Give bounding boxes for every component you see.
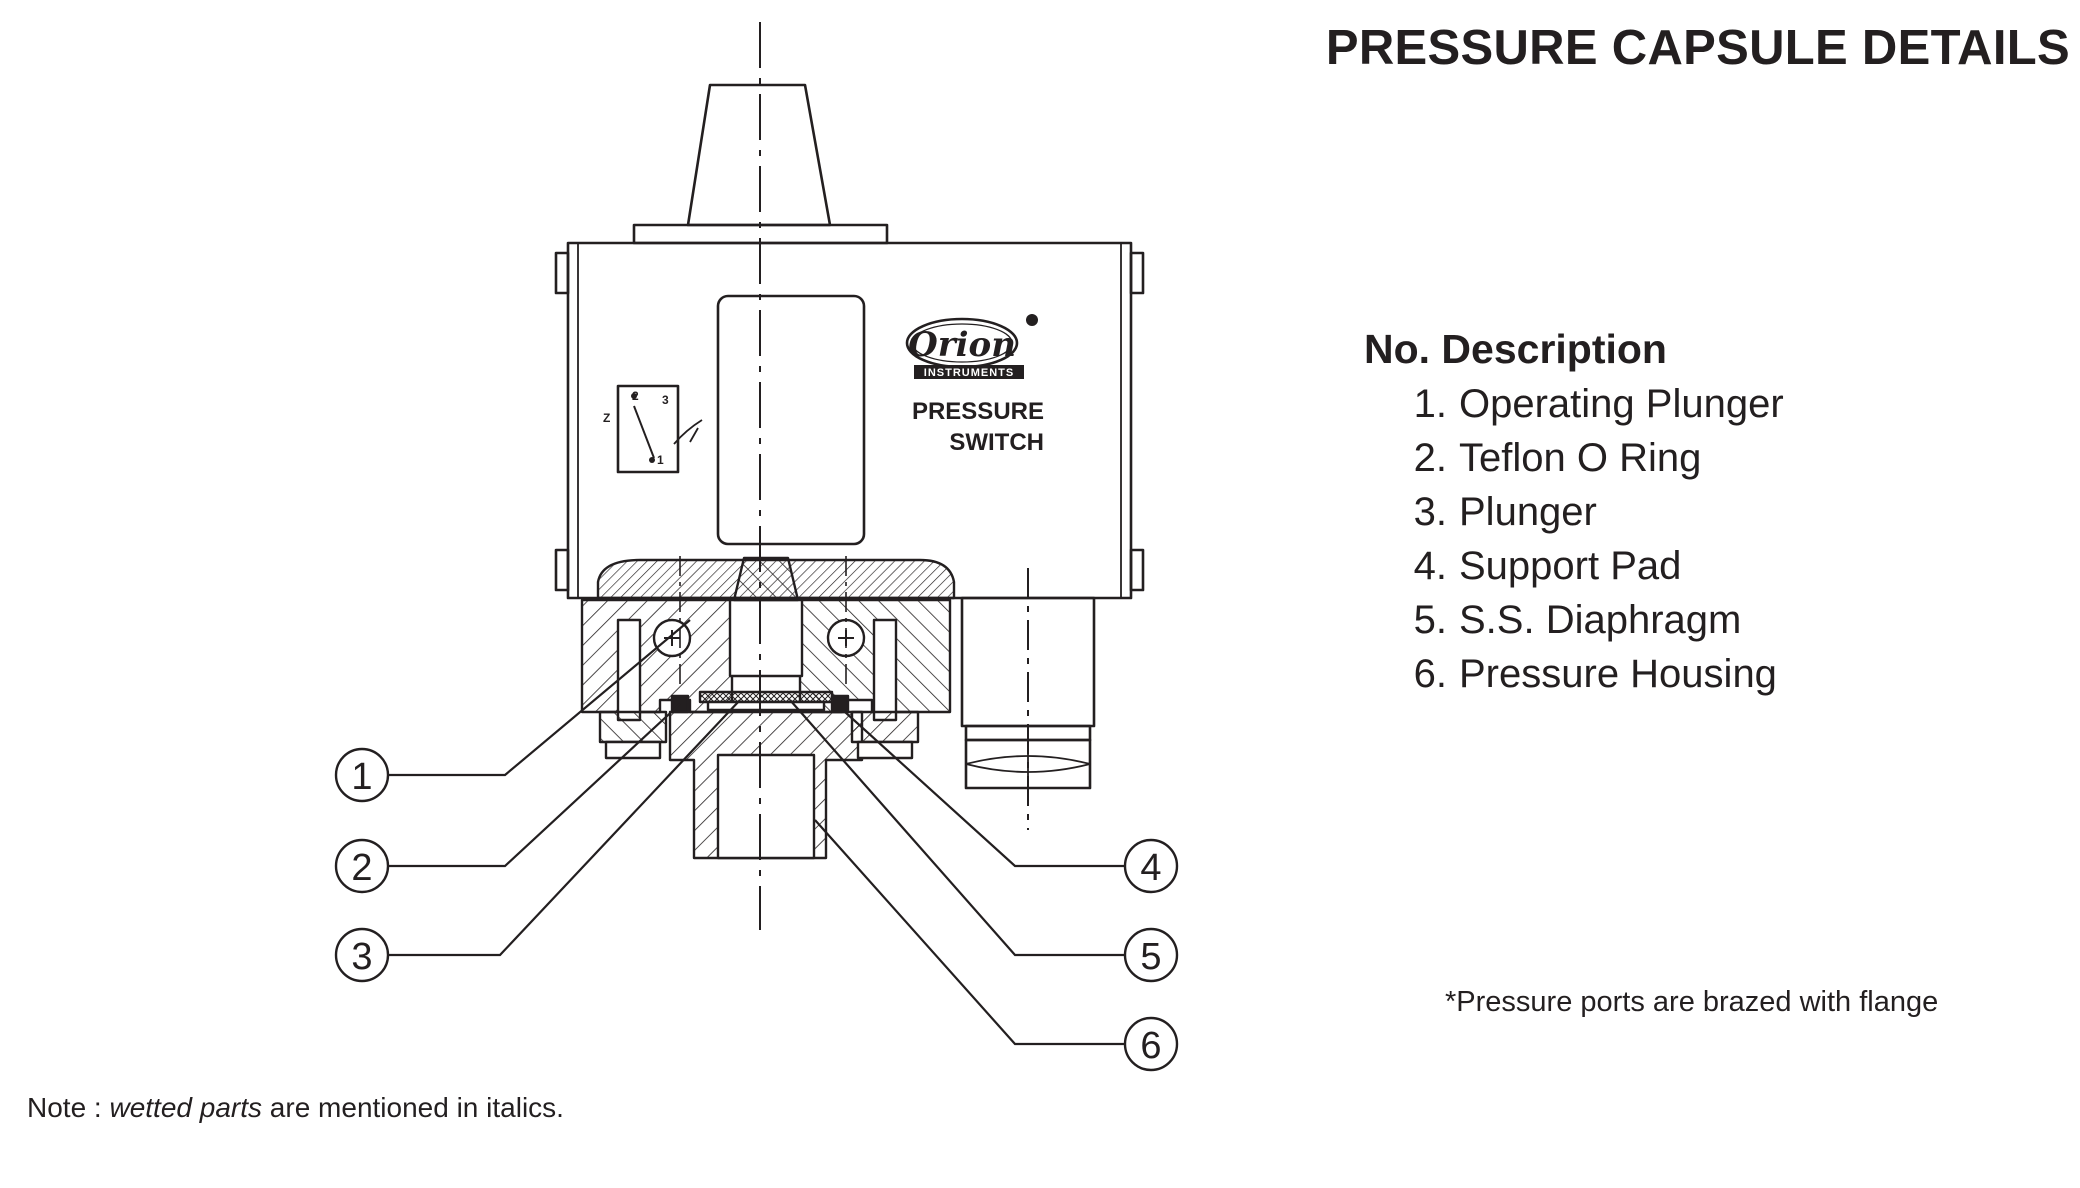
legend-item-number: 6. <box>1413 652 1447 696</box>
parts-legend: No. Description 1. Operating Plunger 2. Te… <box>1364 326 1784 701</box>
callout-circle-5 <box>1123 927 1179 983</box>
brazing-footnote: *Pressure ports are brazed with flange <box>1445 986 1939 1018</box>
leader-3 <box>385 699 741 957</box>
callout-number-1: 1 <box>351 756 372 798</box>
legend-item: 4. Support Pad <box>1364 539 1784 593</box>
leader-5 <box>789 699 1130 957</box>
legend-heading: No. Description <box>1364 326 1667 372</box>
ss-diaphragm <box>698 690 834 704</box>
callout-circle-1 <box>334 747 390 803</box>
switch-symbol-box <box>616 384 680 474</box>
callout-circle-3 <box>334 927 390 983</box>
note-prefix: Note : <box>27 1092 110 1123</box>
legend-item-text: S.S. Diaphragm <box>1459 598 1742 642</box>
legend-item-text: Teflon O Ring <box>1459 436 1702 480</box>
callout-circle-4 <box>1123 838 1179 894</box>
callout-circle-2 <box>334 838 390 894</box>
device-label-switch: SWITCH <box>949 429 1044 456</box>
wetted-parts-note: Note : wetted parts are mentioned in ita… <box>27 1092 564 1124</box>
leader-1 <box>385 619 691 777</box>
legend-list: 1. Operating Plunger 2. Teflon O Ring 3. Pl… <box>1364 377 1784 701</box>
left-bottom-tab <box>554 548 570 592</box>
leader-4 <box>844 711 1130 868</box>
legend-item-number: 3. <box>1413 490 1447 534</box>
callout-number-5: 5 <box>1140 936 1161 978</box>
legend-item-text: Plunger <box>1459 490 1597 534</box>
symbol-z: Z <box>603 411 610 425</box>
bolt-right <box>872 618 898 722</box>
window <box>716 294 866 546</box>
legend-item-number: 2. <box>1413 436 1447 480</box>
legend-item: 1. Operating Plunger <box>1364 377 1784 431</box>
legend-item-text: Operating Plunger <box>1459 382 1784 426</box>
orion-logo: Orion INSTRUMENTS <box>905 314 1038 379</box>
callout-number-6: 6 <box>1140 1025 1161 1067</box>
plunger-bore <box>728 598 804 678</box>
brand-name: Orion <box>908 325 1016 365</box>
page-title: PRESSURE CAPSULE DETAILS <box>1325 21 2070 75</box>
legend-item-text: Support Pad <box>1459 544 1682 588</box>
leader-2 <box>385 703 681 868</box>
legend-item-number: 5. <box>1413 598 1447 642</box>
callout-number-4: 4 <box>1140 847 1161 889</box>
legend-item-number: 1. <box>1413 382 1447 426</box>
gland-nut <box>964 738 1092 790</box>
brand-subtitle: INSTRUMENTS <box>924 367 1014 379</box>
legend-item: 2. Teflon O Ring <box>1364 431 1784 485</box>
support-pad <box>706 700 826 712</box>
legend-item: 5. S.S. Diaphragm <box>1364 593 1784 647</box>
legend-item: 3. Plunger <box>1364 485 1784 539</box>
device-label-pressure: PRESSURE <box>912 398 1044 425</box>
right-top-tab <box>1129 251 1145 295</box>
note-italic-text: wetted parts <box>109 1092 263 1123</box>
legend-item-number: 4. <box>1413 544 1447 588</box>
note-suffix: are mentioned in italics. <box>262 1092 564 1123</box>
legend-item-text: Pressure Housing <box>1459 652 1777 696</box>
callout-circle-6 <box>1123 1016 1179 1072</box>
symbol-terminal-1: 1 <box>657 453 664 467</box>
left-top-tab <box>554 251 570 295</box>
o-ring-right <box>830 694 850 714</box>
leader-6 <box>814 819 1130 1046</box>
right-bottom-tab <box>1129 548 1145 592</box>
symbol-terminal-3: 3 <box>662 393 669 407</box>
legend-item: 6. Pressure Housing <box>1364 647 1784 701</box>
pressure-port-bore <box>716 753 816 860</box>
callout-number-3: 3 <box>351 936 372 978</box>
callout-number-2: 2 <box>351 847 372 889</box>
plunger-tip <box>732 556 800 602</box>
